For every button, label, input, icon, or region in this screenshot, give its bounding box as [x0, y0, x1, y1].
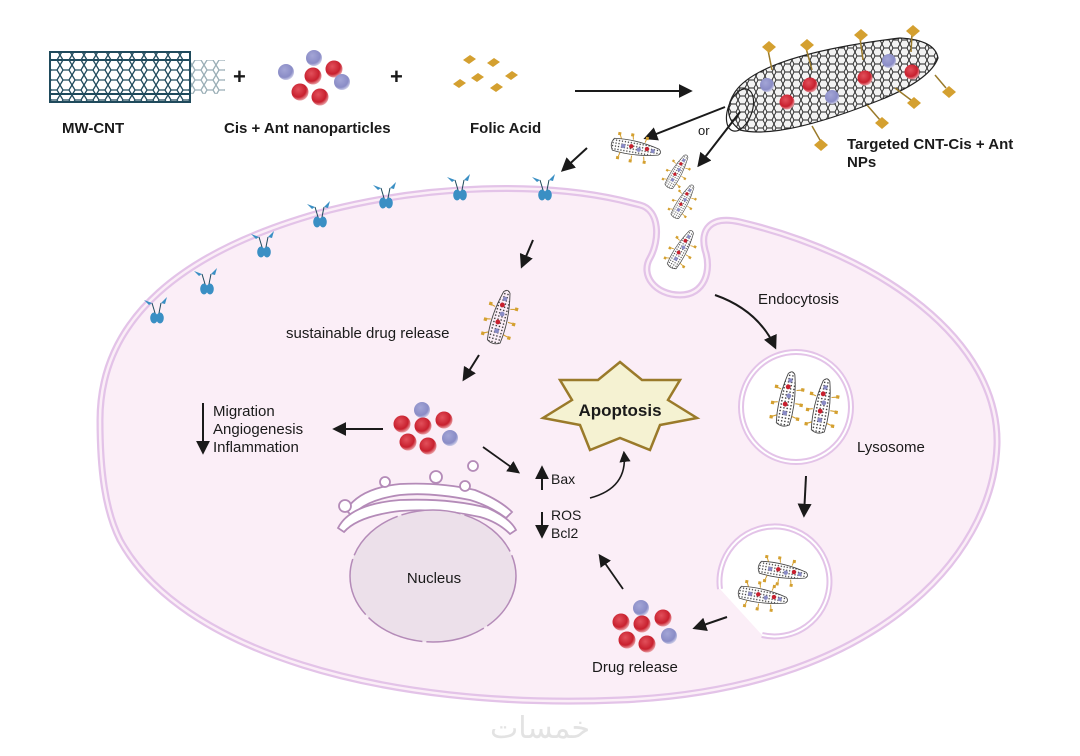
plus-sign: + — [233, 64, 246, 89]
arrow-to-ros-bcl2 — [598, 553, 624, 590]
folic-acid-icon — [453, 55, 518, 92]
cis-ant-nanoparticles-icon — [278, 50, 350, 106]
arrow-to-apoptosis — [589, 450, 631, 499]
mwcnt-label: MW-CNT — [62, 120, 124, 137]
watermark: خمسات — [490, 711, 590, 746]
lysosome-label: Lysosome — [857, 439, 925, 456]
lysosome — [738, 349, 854, 465]
effect-inflammation: Inflammation — [213, 439, 299, 456]
arrow-to-drug-cluster — [462, 354, 480, 382]
mini-cnt-icon — [608, 129, 664, 168]
arrow-to-endocytosis-path — [697, 111, 741, 168]
effect-migration: Migration — [213, 403, 275, 420]
arrow-to-late-lysosome — [797, 475, 812, 518]
nucleus-label: Nucleus — [407, 570, 461, 587]
golgi-apparatus-icon — [336, 460, 518, 536]
arrow-to-sustainable — [519, 239, 534, 269]
nanoparticles-label: Cis + Ant nanoparticles — [224, 120, 391, 137]
targeted-cnt-label-line2: NPs — [847, 154, 876, 171]
arrow-to-drug-release — [692, 616, 728, 631]
effect-angiogenesis: Angiogenesis — [213, 421, 303, 438]
apoptosis-star — [539, 360, 701, 452]
drug-release-label: Drug release — [592, 659, 678, 676]
plus-sign-2: + — [390, 64, 403, 89]
bcl2-label: Bcl2 — [551, 525, 578, 541]
arrow-to-bax — [482, 446, 521, 474]
arrow-to-lysosome — [714, 294, 777, 350]
late-lysosome — [716, 523, 833, 640]
arrow-to-receptor-path — [643, 106, 726, 141]
targeted-cnt-label-line1: Targeted CNT-Cis + Ant — [847, 136, 1013, 153]
sustainable-release-label: sustainable drug release — [286, 325, 449, 342]
nucleus — [349, 509, 517, 643]
mwcnt-icon — [49, 51, 225, 103]
bax-label: Bax — [551, 471, 575, 487]
or-label: or — [698, 123, 710, 138]
apoptosis-label: Apoptosis — [578, 401, 661, 420]
ros-label: ROS — [551, 507, 581, 523]
endocytosis-label: Endocytosis — [758, 291, 839, 308]
targeted-cnt-icon — [725, 25, 956, 151]
folic-acid-label: Folic Acid — [470, 120, 541, 137]
mini-cnt-icon — [660, 224, 704, 275]
arrow-to-receptor — [560, 147, 588, 172]
